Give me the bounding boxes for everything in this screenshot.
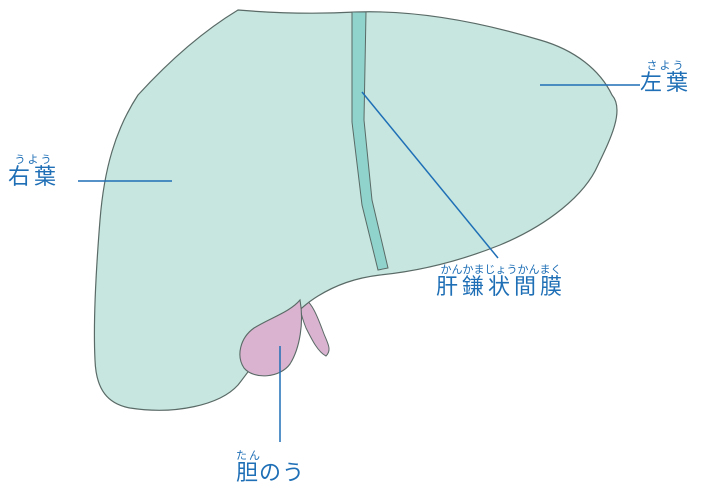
left-lobe-text: 左葉 [640, 72, 692, 96]
right-lobe-label: うよう 右葉 [8, 154, 60, 190]
left-lobe-label: さよう 左葉 [640, 60, 692, 96]
gallbladder-text: 胆のう [236, 462, 305, 486]
falciform-ligament-text: 肝鎌状間膜 [436, 276, 566, 300]
falciform-ligament-label: かんかまじょうかんまく 肝鎌状間膜 [436, 264, 566, 300]
gallbladder-label: たん 胆のう [236, 450, 305, 486]
right-lobe-text: 右葉 [8, 166, 60, 190]
